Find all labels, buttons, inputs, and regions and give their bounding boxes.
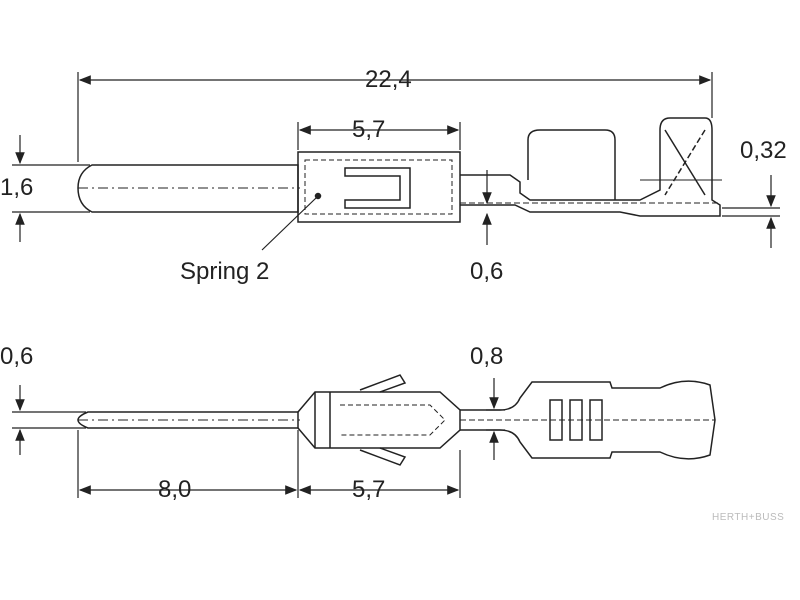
overall-length-label: 22,4 — [365, 66, 412, 93]
bottom-barrel-length-label: 5,7 — [352, 476, 386, 503]
pin-diameter-label: 1,6 — [0, 174, 34, 201]
top-barrel-length-label: 5,7 — [352, 116, 386, 143]
top-view-dimensions — [12, 72, 780, 251]
bottom-view-dimensions — [12, 378, 505, 498]
pin-length-label: 8,0 — [158, 476, 192, 503]
top-view-contact — [77, 117, 722, 223]
neck-width-label: 0,8 — [470, 343, 504, 370]
spring-label: Spring 2 — [180, 258, 270, 285]
pin-width-label: 0,6 — [0, 343, 34, 370]
watermark-logo: HERTH+BUSS — [712, 512, 785, 523]
thickness-label: 0,32 — [740, 137, 787, 164]
strip-height-label: 0,6 — [470, 258, 504, 285]
bottom-view-contact — [77, 374, 716, 466]
